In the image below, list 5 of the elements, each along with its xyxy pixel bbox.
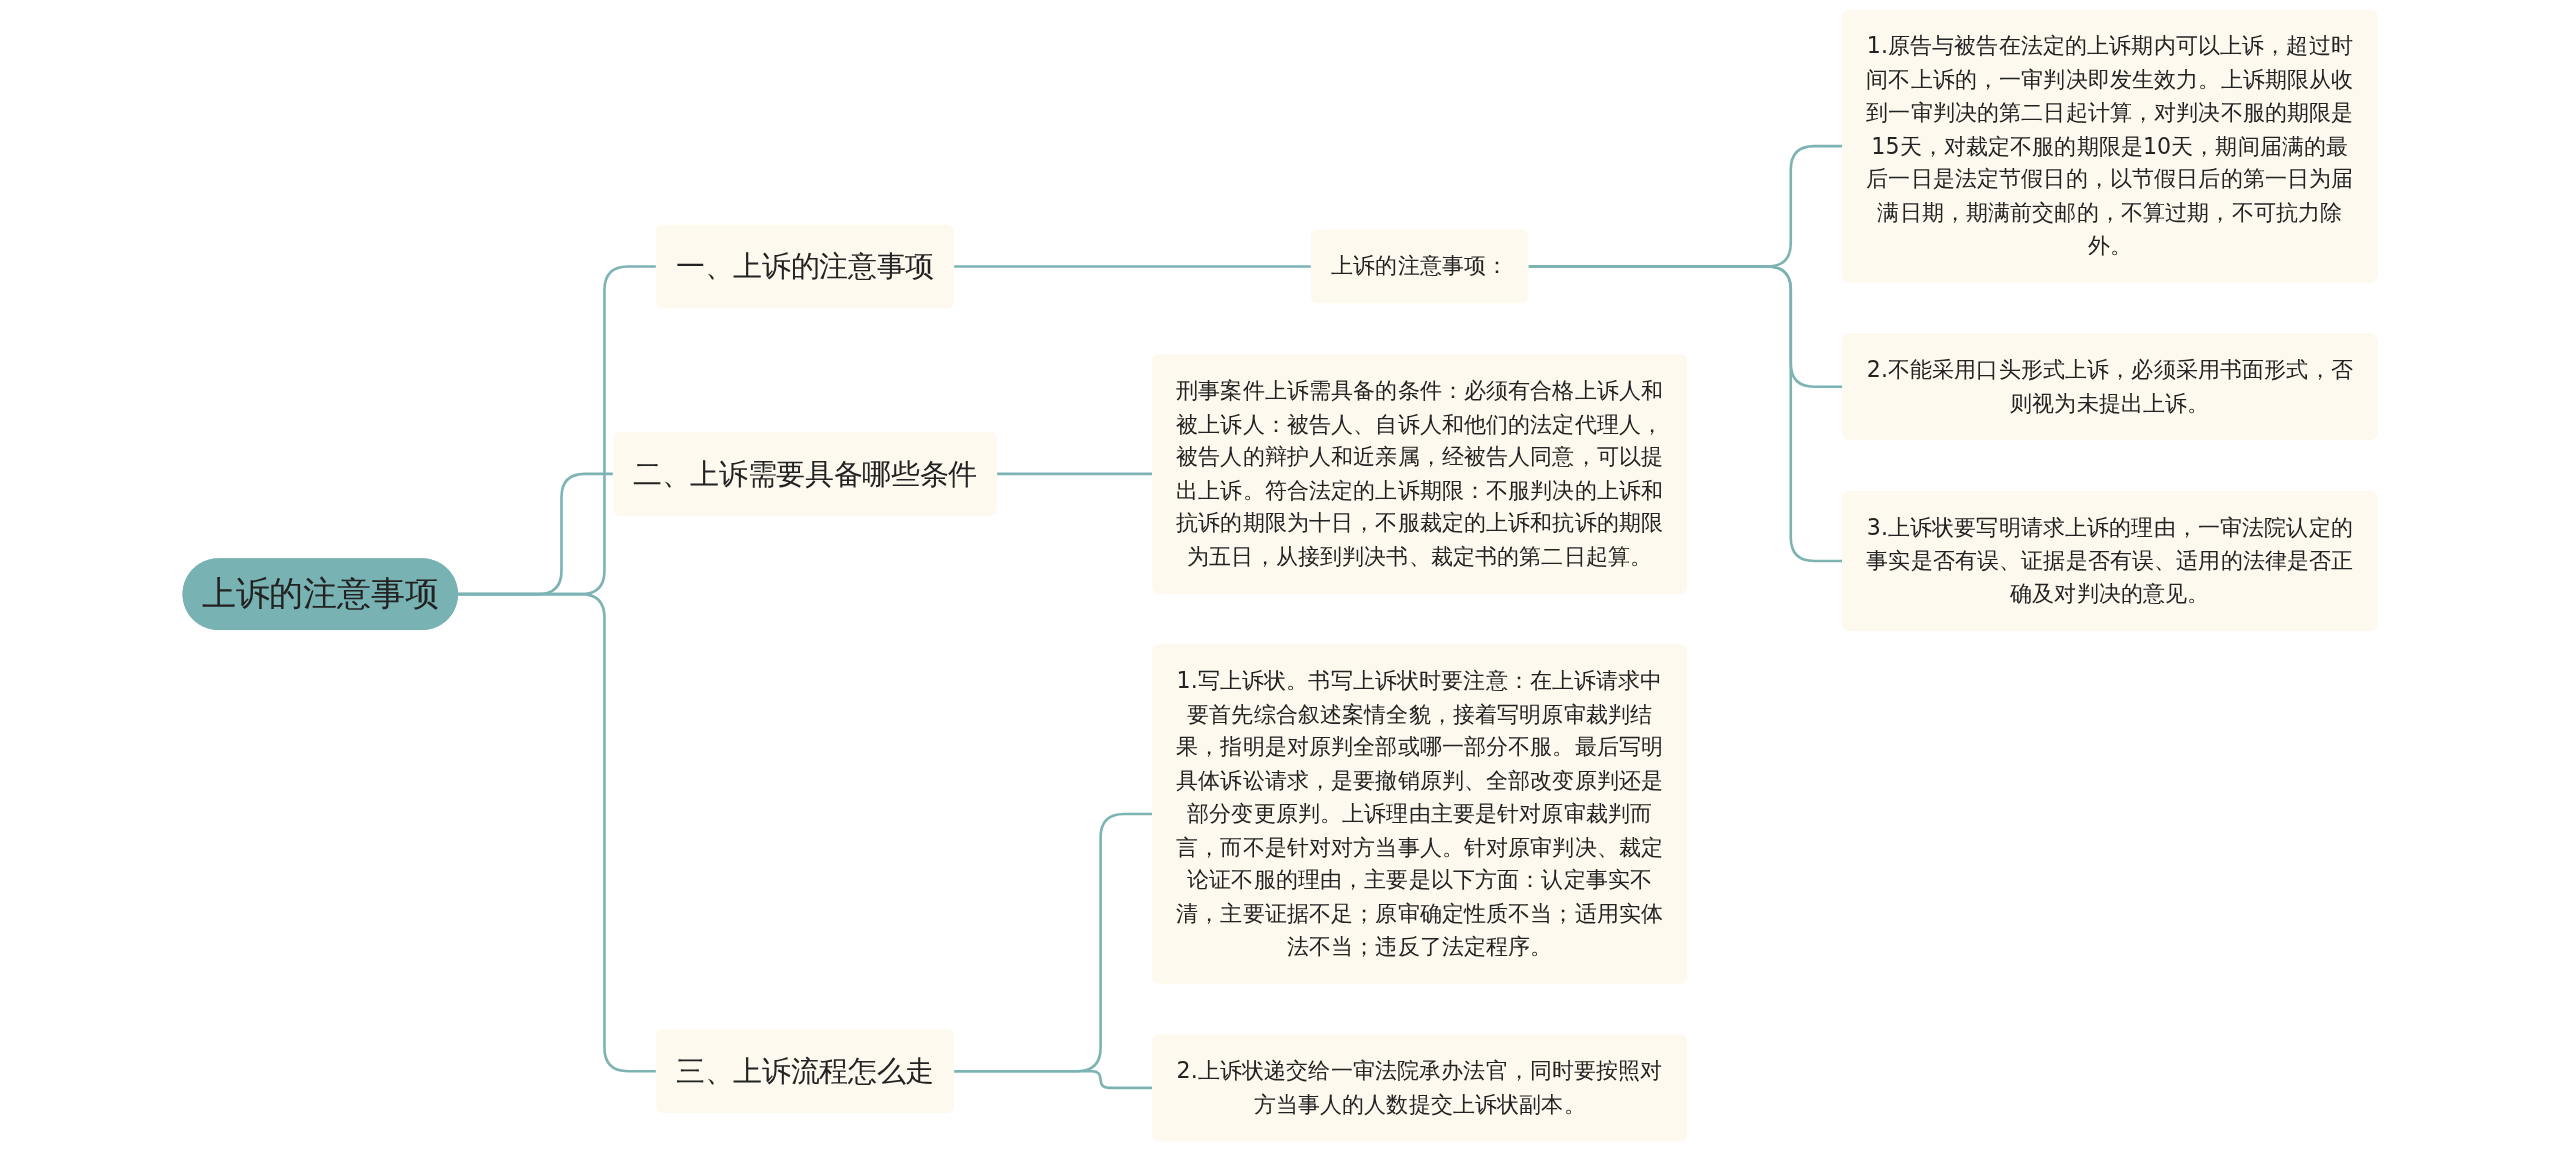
connector — [1527, 265, 1843, 563]
connector — [996, 472, 1153, 476]
connector — [457, 592, 657, 1073]
connector — [953, 265, 1312, 268]
connector — [953, 1069, 1153, 1090]
